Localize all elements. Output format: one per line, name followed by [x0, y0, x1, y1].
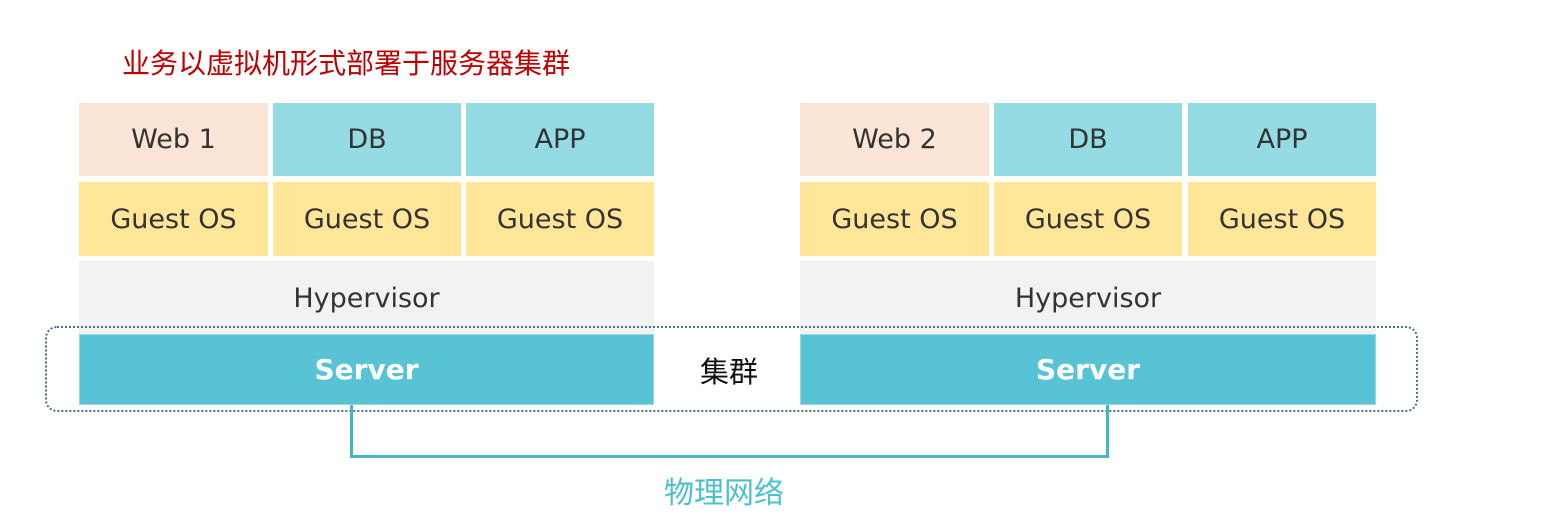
right-guest-os-2: Guest OS — [994, 182, 1182, 256]
cluster-label: 集群 — [700, 355, 759, 389]
cluster-boundary — [45, 326, 1418, 412]
left-server: Server — [79, 334, 654, 405]
left-web-vm: Web 1 — [79, 103, 268, 176]
left-hypervisor: Hypervisor — [79, 261, 654, 335]
left-app-vm: APP — [466, 103, 654, 176]
right-web-vm: Web 2 — [800, 103, 989, 176]
physical-network-label: 物理网络 — [664, 476, 784, 511]
right-app-vm: APP — [1188, 103, 1376, 176]
physical-network-connector — [350, 405, 1109, 458]
diagram-title: 业务以虚拟机形式部署于服务器集群 — [122, 47, 571, 80]
left-guest-os-2: Guest OS — [273, 182, 461, 256]
left-guest-os-3: Guest OS — [466, 182, 654, 256]
right-guest-os-1: Guest OS — [800, 182, 989, 256]
right-server: Server — [800, 334, 1376, 405]
right-hypervisor: Hypervisor — [800, 261, 1376, 335]
left-guest-os-1: Guest OS — [79, 182, 268, 256]
left-db-vm: DB — [273, 103, 461, 176]
right-db-vm: DB — [994, 103, 1182, 176]
right-guest-os-3: Guest OS — [1188, 182, 1376, 256]
